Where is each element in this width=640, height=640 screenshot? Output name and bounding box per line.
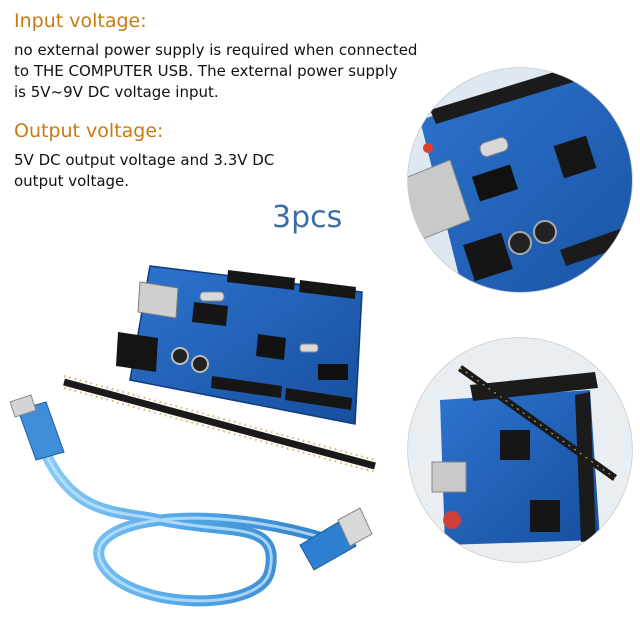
usb-cable (9, 394, 373, 607)
input-line-2: to THE COMPUTER USB. The external power … (14, 62, 398, 80)
output-line-2: output voltage. (14, 172, 130, 190)
pin-header-strip (63, 375, 376, 473)
input-voltage-heading: Input voltage: (14, 10, 147, 32)
closeup-top-circle (407, 67, 633, 293)
input-line-1: no external power supply is required whe… (14, 41, 418, 59)
arduino-board (116, 265, 363, 425)
output-voltage-description: 5V DC output voltage and 3.3V DC output … (14, 150, 314, 192)
input-line-3: is 5V~9V DC voltage input. (14, 83, 219, 101)
output-voltage-heading: Output voltage: (14, 120, 164, 142)
output-line-1: 5V DC output voltage and 3.3V DC (14, 151, 275, 169)
quantity-label: 3pcs (272, 200, 343, 235)
closeup-bottom-circle (407, 337, 633, 563)
input-voltage-description: no external power supply is required whe… (14, 40, 454, 103)
